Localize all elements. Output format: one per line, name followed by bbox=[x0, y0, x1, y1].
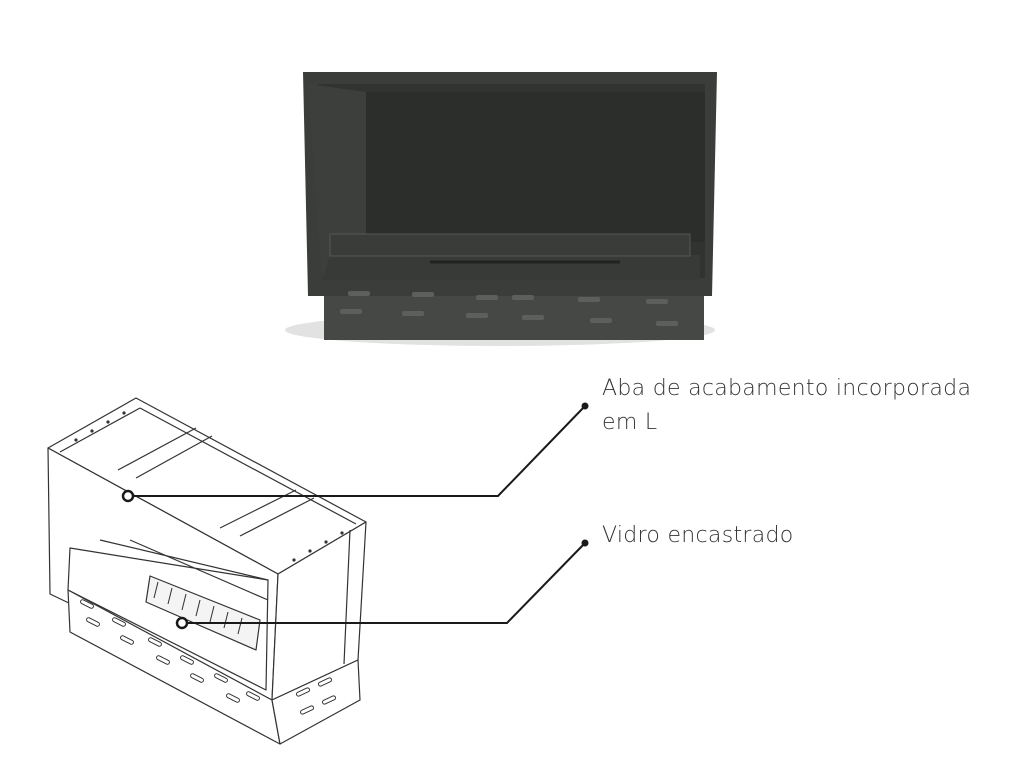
callout-aba-label: Aba de acabamento incorporada em L bbox=[602, 376, 972, 435]
callout-vidro-label: Vidro encastrado bbox=[602, 523, 794, 548]
callout-vidro-leader bbox=[175, 539, 589, 630]
fireplace-render bbox=[285, 72, 717, 346]
callout-vidro-dot bbox=[581, 539, 589, 547]
callout-aba-dot bbox=[581, 402, 589, 410]
callout-vidro-anchor bbox=[175, 616, 189, 630]
fireplace-line-drawing bbox=[47, 397, 367, 745]
callout-aba-anchor bbox=[121, 489, 135, 503]
callout-aba-leader bbox=[121, 402, 589, 503]
